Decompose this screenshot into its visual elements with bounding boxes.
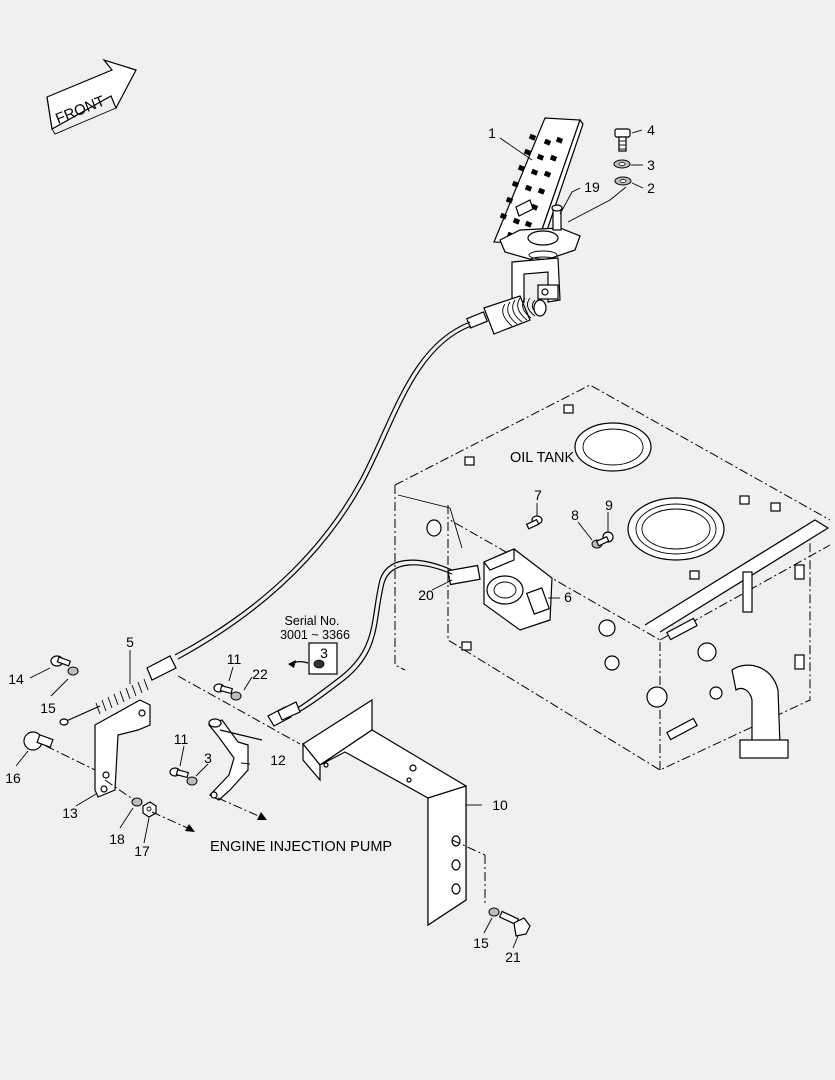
lock-washer-3 [613, 159, 631, 169]
accelerator-cable [174, 321, 472, 660]
ball-joint-16 [23, 731, 54, 751]
engine-injection-pump-arrow: ENGINE INJECTION PUMP [151, 797, 392, 855]
callout-20: 20 [418, 587, 434, 603]
callout-15b: 15 [473, 935, 489, 951]
bolt-21 [498, 910, 531, 937]
washer-22 [230, 691, 242, 701]
sensor-cable-end [267, 701, 301, 727]
callout-11a: 11 [227, 651, 242, 667]
callout-18: 18 [109, 831, 125, 847]
callout-labels: 1 2 3 4 19 5 6 7 8 9 20 10 11 22 3 11 3 … [5, 122, 655, 965]
bolt-14 [50, 655, 72, 667]
callout-19: 19 [584, 179, 600, 195]
callout-10: 10 [492, 797, 508, 813]
callout-8: 8 [571, 507, 579, 523]
leader-lines [15, 129, 644, 949]
position-sensor-6 [447, 548, 553, 631]
callout-3b: 3 [320, 645, 328, 661]
serial-no-label: Serial No. [285, 614, 340, 628]
callout-14: 14 [8, 671, 24, 687]
callout-6: 6 [564, 589, 572, 605]
callout-5: 5 [126, 634, 134, 650]
screw-9 [595, 531, 614, 547]
callout-2: 2 [647, 180, 655, 196]
callout-21: 21 [505, 949, 521, 965]
accelerator-pedal [466, 117, 584, 335]
bolt-11-lower [169, 767, 190, 779]
sensor-cable [289, 559, 453, 716]
callout-22: 22 [252, 666, 268, 682]
bolt-4 [614, 128, 631, 152]
lever-12 [208, 718, 263, 801]
bracket-10 [302, 698, 467, 927]
washer-18 [131, 797, 143, 807]
callout-4: 4 [647, 122, 655, 138]
bolt-11-upper [213, 683, 234, 695]
serial-range-label: 3001 ~ 3366 [280, 628, 350, 642]
callout-13: 13 [62, 805, 78, 821]
callout-12: 12 [270, 752, 286, 768]
callout-3c: 3 [204, 750, 212, 766]
callout-15a: 15 [40, 700, 56, 716]
oil-tank: OIL TANK [394, 384, 831, 771]
cable-end-5 [59, 655, 177, 726]
callout-9: 9 [605, 497, 613, 513]
washer-15-left [67, 666, 79, 676]
callout-1: 1 [488, 125, 496, 141]
nut-17 [142, 801, 157, 818]
lever-bracket-13 [94, 699, 151, 798]
callout-7: 7 [534, 487, 542, 503]
callout-17: 17 [134, 843, 150, 859]
callout-3a: 3 [647, 157, 655, 173]
engine-injection-pump-label: ENGINE INJECTION PUMP [210, 839, 392, 855]
callout-16: 16 [5, 770, 21, 786]
washer-3-lower [186, 776, 198, 786]
screw-7 [525, 515, 543, 530]
front-direction-arrow: FRONT [46, 58, 137, 135]
washer-2 [614, 176, 632, 186]
washer-15-right [488, 907, 500, 917]
callout-11b: 11 [174, 731, 189, 747]
oil-tank-label: OIL TANK [510, 450, 575, 466]
serial-number-note: Serial No. 3001 ~ 3366 [280, 614, 350, 675]
